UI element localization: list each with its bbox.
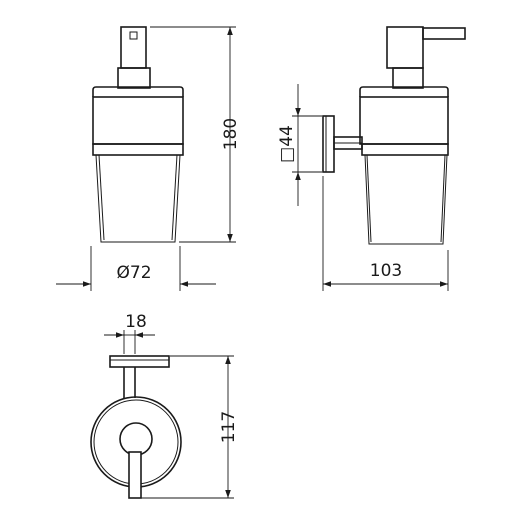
pump-neck [117, 67, 151, 89]
side-pump-cap [359, 96, 449, 145]
pump-collar [92, 86, 184, 97]
height-dimension-label: 180 [221, 118, 241, 150]
square-dimension-label: □44 [277, 125, 297, 163]
front-view: 180 Ø72 [56, 26, 241, 291]
side-view: □44 103 [277, 26, 466, 291]
side-glass-container [364, 154, 448, 245]
pump-nozzle [120, 26, 147, 69]
top-height-dimension-label: 117 [219, 411, 239, 443]
side-pump-head [386, 26, 424, 69]
square-value: 44 [277, 125, 297, 147]
diameter-dimension-label: Ø72 [116, 263, 151, 283]
top-view: 18 117 [90, 312, 239, 499]
top-mount-bar [109, 355, 170, 368]
top-pump-head [119, 422, 153, 456]
wall-plate [322, 115, 335, 173]
glass-container [95, 154, 181, 243]
depth-dimension-label: 103 [370, 261, 402, 281]
side-pump-collar [359, 86, 449, 97]
diameter-value: 72 [130, 263, 152, 283]
side-holder-ring [361, 143, 449, 156]
pump-cap [92, 96, 184, 145]
side-pump-lever [422, 27, 466, 40]
side-pump-neck [392, 67, 424, 89]
holder-ring [92, 143, 184, 156]
top-pump-lever [128, 451, 142, 499]
nozzle-hole [129, 31, 138, 40]
diameter-symbol: Ø [116, 263, 129, 283]
square-symbol: □ [277, 147, 297, 163]
width-dimension-label: 18 [125, 312, 147, 332]
